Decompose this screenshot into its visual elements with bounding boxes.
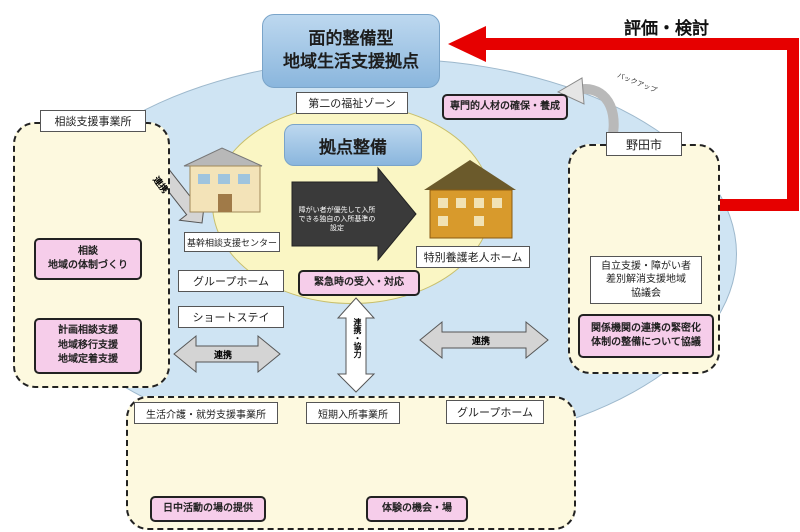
base-title-line1: 面的整備型 — [308, 29, 394, 50]
vertical-cooperation-arrow — [336, 297, 376, 393]
experience-opportunity-box: 体験の機会・場 — [366, 496, 468, 522]
consultation-office-title: 相談支援事業所 — [40, 110, 146, 132]
cooperation-label: 連携・協力 — [353, 318, 362, 358]
backup-curved-arrow — [576, 84, 619, 141]
bottom-group-home-label: グループホーム — [446, 400, 544, 424]
plan-support-line2: 地域移行支援 — [58, 339, 118, 351]
emergency-response-box: 緊急時の受入・対応 — [298, 270, 420, 296]
base-title-box: 面的整備型 地域生活支援拠点 — [262, 14, 440, 88]
nursing-home-illustration — [424, 160, 516, 239]
agency-coordination-line1: 関係機関の連携の緊密化 — [591, 322, 701, 334]
backup-arrow-head — [556, 77, 585, 105]
right-renkei-label: 連携 — [472, 337, 491, 347]
nursing-home-label: 特別養護老人ホーム — [416, 246, 530, 268]
plan-support-box: 計画相談支援 地域移行支援 地域定着支援 — [34, 318, 142, 374]
council-line1: 自立支援・障がい者 — [601, 260, 691, 272]
left-renkei-label: 連携 — [214, 351, 233, 361]
consultation-center-illustration — [183, 147, 263, 213]
big-arrow-to-nursing-home — [291, 166, 417, 262]
council-box: 自立支援・障がい者 差別解消支援地域 協議会 — [590, 256, 702, 304]
council-line2: 差別解消支援地域 — [606, 274, 686, 286]
consultation-box: 相談 地域の体制づくり — [34, 238, 142, 280]
kikan-center-label: 基幹相談支援センター — [184, 232, 280, 252]
daycare-office-label: 生活介護・就労支援事業所 — [134, 402, 278, 424]
kyoten-seibi-label: 拠点整備 — [284, 124, 422, 166]
second-welfare-zone-label: 第二の福祉ゾーン — [296, 92, 408, 114]
evaluation-arrow-head — [448, 26, 486, 62]
plan-support-line3: 地域定着支援 — [58, 354, 118, 366]
agency-coordination-line2: 体制の整備について協議 — [591, 337, 701, 348]
consultation-box-line1: 相談 — [78, 245, 98, 257]
center-group-home-label: グループホーム — [178, 270, 284, 292]
short-stay-label: ショートステイ — [178, 306, 284, 328]
specialist-training-box: 専門的人材の確保・養成 — [442, 94, 568, 120]
admission-criteria-text: 障がい者が優先して入所できる独自の入所基準の設定 — [298, 206, 376, 232]
consultation-box-line2: 地域の体制づくり — [48, 260, 128, 271]
base-title-line2: 地域生活支援拠点 — [283, 52, 419, 72]
agency-coordination-box: 関係機関の連携の緊密化 体制の整備について協議 — [578, 314, 714, 358]
short-term-office-label: 短期入所事業所 — [306, 402, 400, 424]
daytime-activity-box: 日中活動の場の提供 — [150, 496, 266, 522]
evaluation-feedback-arrow — [480, 38, 799, 211]
evaluation-label: 評価・検討 — [624, 19, 709, 39]
left-renkei-arrow — [173, 334, 281, 374]
noda-city-title: 野田市 — [606, 132, 682, 156]
right-renkei-arrow — [419, 320, 549, 360]
plan-support-line1: 計画相談支援 — [58, 325, 118, 337]
council-line3: 協議会 — [631, 287, 661, 299]
